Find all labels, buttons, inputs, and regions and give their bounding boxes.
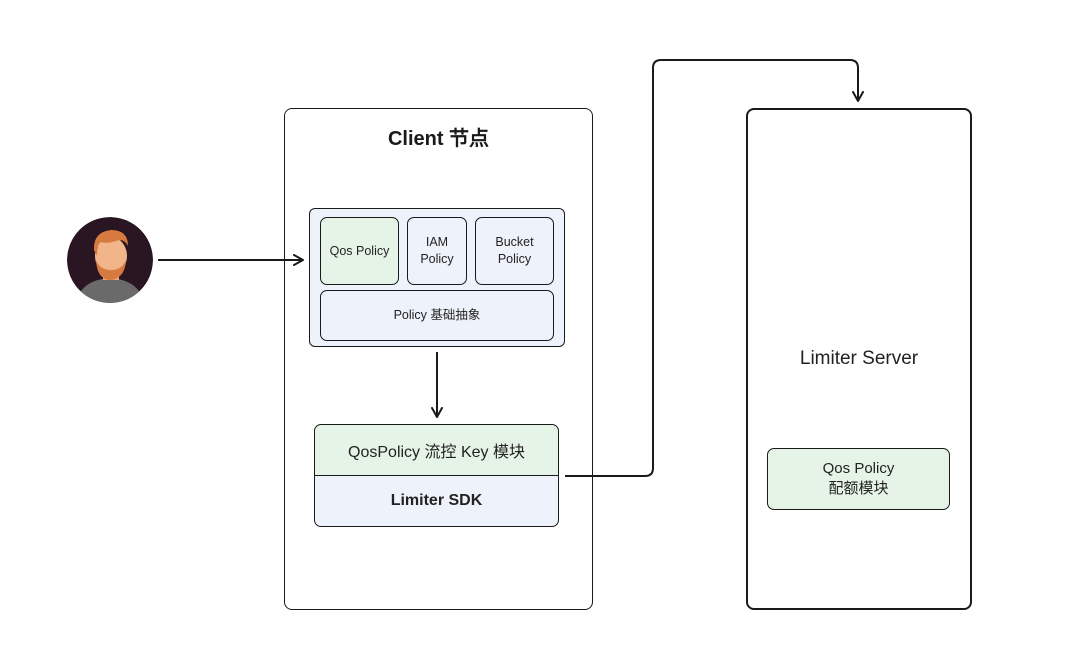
policy-base-label: Policy 基础抽象	[393, 308, 481, 323]
qos-key-module-label: QosPolicy 流控 Key 模块	[348, 444, 525, 461]
limiter-sdk: Limiter SDK	[314, 474, 559, 527]
qos-policy-label: Qos Policy	[329, 243, 390, 258]
bucket-policy-label-line2: Policy	[497, 252, 532, 266]
qos-quota-label-line1: Qos Policy	[822, 459, 895, 477]
bucket-policy-label-line1: Bucket	[495, 235, 534, 250]
qos-key-module: QosPolicy 流控 Key 模块	[314, 424, 559, 476]
client-node-container	[284, 108, 593, 610]
limiter-server-container	[746, 108, 972, 610]
qos-quota-label-line2: 配额模块	[828, 480, 889, 497]
policy-base-card: Policy 基础抽象	[320, 290, 554, 341]
iam-policy-label-line2: Policy	[420, 252, 454, 266]
client-node-title: Client 节点	[387, 128, 490, 150]
user-avatar-icon	[66, 216, 154, 304]
iam-policy-label-line1: IAM	[425, 235, 449, 250]
limiter-sdk-label: Limiter SDK	[390, 491, 483, 509]
iam-policy-card: IAM Policy	[407, 217, 467, 285]
qos-policy-card: Qos Policy	[320, 217, 399, 285]
qos-quota-module: Qos Policy 配额模块	[767, 448, 950, 510]
limiter-server-title: Limiter Server	[799, 348, 919, 369]
bucket-policy-card: Bucket Policy	[475, 217, 554, 285]
